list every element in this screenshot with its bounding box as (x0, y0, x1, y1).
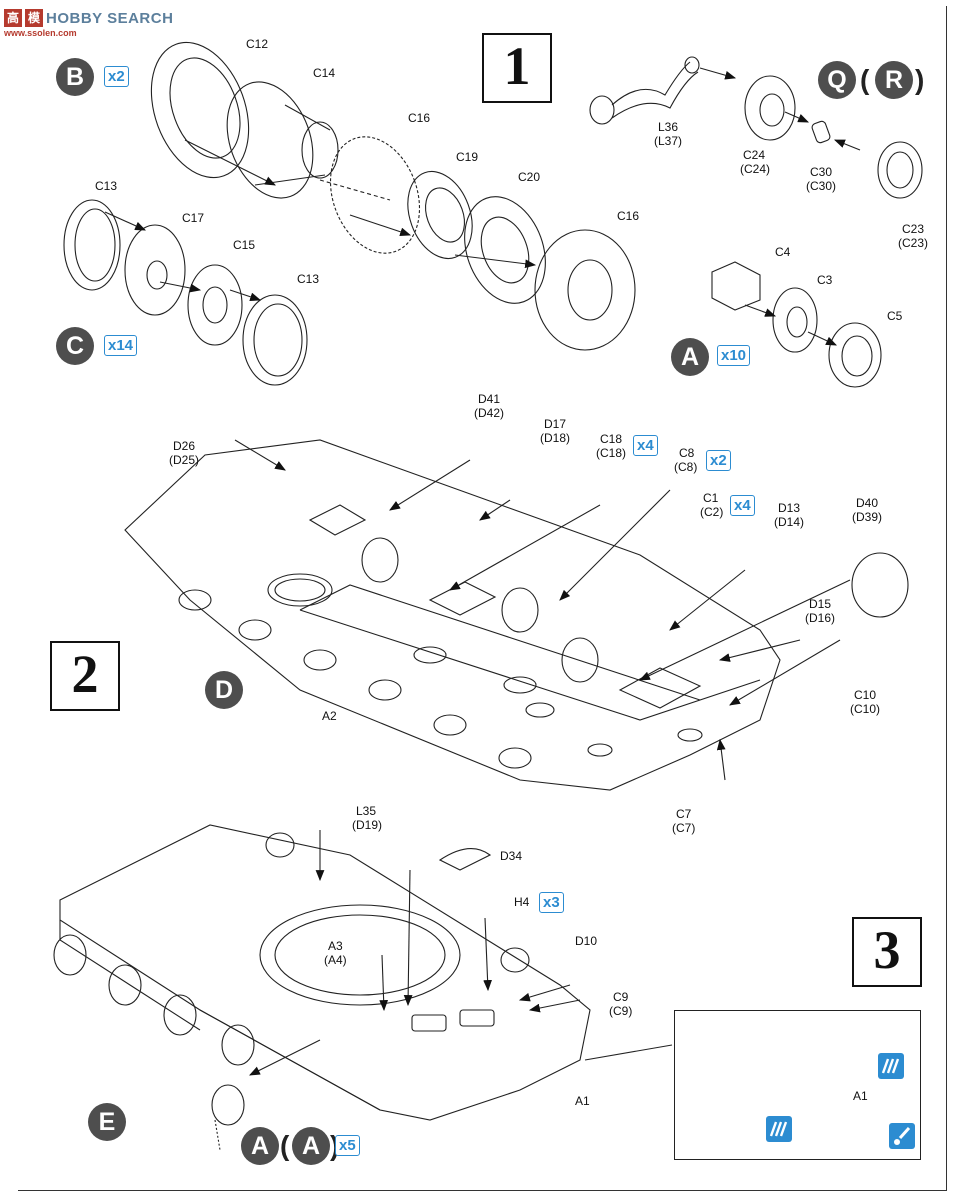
watermark-badge: 模 (25, 9, 43, 27)
part-label-a2: A2 (322, 709, 337, 723)
part-label-c8-alt: (C8) (674, 460, 698, 474)
watermark-logo: 高 模 HOBBY SEARCH (4, 4, 173, 32)
part-label-c16b: C16 (617, 209, 640, 223)
part-label-a3: A3 (328, 939, 343, 953)
part-label-c23: C23 (902, 222, 925, 236)
part-label-c18: C18 (600, 432, 623, 446)
part-label-c24: C24 (743, 148, 766, 162)
marker-a-final-alt: A (292, 1127, 330, 1165)
watermark-text: HOBBY SEARCH (46, 9, 174, 27)
marker-q: Q (818, 61, 856, 99)
part-label-c15: C15 (233, 238, 256, 252)
paren-open: ( (860, 64, 870, 95)
part-label-d41: D41 (478, 392, 501, 406)
part-label-d34: D34 (500, 849, 523, 863)
quantity-c1: x4 (730, 495, 755, 516)
sanding-detail-icon (766, 1116, 792, 1142)
watermark-url: www.ssolen.com (4, 28, 77, 38)
part-label-c5: C5 (887, 309, 903, 323)
suspension-unit-row (178, 589, 532, 769)
page-frame (18, 6, 947, 1191)
part-label-d19: (D19) (352, 818, 383, 832)
part-label-l35: L35 (356, 804, 377, 818)
part-label-c14: C14 (313, 66, 336, 80)
part-label-c30-alt: (C30) (806, 179, 837, 193)
drill-hole-icon (889, 1123, 915, 1149)
hull-bottom (124, 439, 909, 791)
part-label-c9: C9 (613, 990, 629, 1004)
part-label-c16: C16 (408, 111, 431, 125)
part-label-c4: C4 (775, 245, 791, 259)
part-label-d15: D15 (809, 597, 832, 611)
part-label-c30: C30 (810, 165, 833, 179)
part-label-d17: D17 (544, 417, 567, 431)
part-label-c10: C10 (854, 688, 877, 702)
step-number-3: 3 (852, 917, 922, 987)
marker-a-wheel: A (671, 338, 709, 376)
paren-close: ) (330, 1127, 339, 1165)
part-label-c19: C19 (456, 150, 479, 164)
part-label-c13b: C13 (297, 272, 320, 286)
part-label-c24-alt: (C24) (740, 162, 771, 176)
part-label-c7: C7 (676, 807, 692, 821)
quantity-c: x14 (104, 335, 138, 356)
part-label-c7-alt: (C7) (672, 821, 696, 835)
sprocket-assembly (150, 41, 636, 351)
part-label-l36: L36 (658, 120, 679, 134)
paren-close: ) (915, 64, 925, 95)
part-label-d13: D13 (778, 501, 801, 515)
return-roller-assembly (711, 261, 882, 388)
marker-r: R (875, 61, 913, 99)
part-label-d40: D40 (856, 496, 879, 510)
part-label-c17: C17 (182, 211, 205, 225)
quantity-b: x2 (104, 66, 129, 87)
part-label-c10-alt: (C10) (850, 702, 881, 716)
part-label-c18-alt: (C18) (596, 446, 627, 460)
part-label-c2: (C2) (700, 505, 724, 519)
part-label-c13: C13 (95, 179, 118, 193)
part-label-c1: C1 (703, 491, 719, 505)
paren-open: ( (280, 1130, 290, 1161)
part-label-d26: D26 (173, 439, 196, 453)
quantity-a-wheel: x10 (717, 345, 751, 366)
part-label-c9-alt: (C9) (609, 1004, 633, 1018)
detail-inset: A1 (674, 1010, 921, 1160)
part-label-d25: (D25) (169, 453, 200, 467)
part-label-d16: (D16) (805, 611, 836, 625)
part-label-d10: D10 (575, 934, 598, 948)
part-label-d39: (D39) (852, 510, 883, 524)
upper-hull (53, 824, 673, 1151)
marker-a-final: A (241, 1127, 279, 1165)
part-label-d42: (D42) (474, 406, 505, 420)
part-label-c3: C3 (817, 273, 833, 287)
part-label-c20: C20 (518, 170, 541, 184)
quantity-h4: x3 (539, 892, 564, 913)
idler-arm-assembly (589, 56, 923, 199)
road-wheel-assembly (63, 199, 308, 386)
sanding-detail-icon (878, 1053, 904, 1079)
part-label-c12: C12 (246, 37, 269, 51)
watermark-badge: 高 (4, 9, 22, 27)
part-label-d18: (D18) (540, 431, 571, 445)
part-label-c23-alt: (C23) (898, 236, 929, 250)
part-label-a1-inset: A1 (853, 1089, 868, 1103)
step-number-1: 1 (482, 33, 552, 103)
quantity-a-final: x5 (335, 1135, 360, 1156)
step-number-2: 2 (50, 641, 120, 711)
quantity-c8: x2 (706, 450, 731, 471)
marker-b: B (56, 58, 94, 96)
part-label-l37: (L37) (654, 134, 683, 148)
part-label-h4: H4 (514, 895, 530, 909)
part-label-a1: A1 (575, 1094, 590, 1108)
part-label-a4: (A4) (324, 953, 347, 967)
marker-c: C (56, 327, 94, 365)
marker-e: E (88, 1103, 126, 1141)
marker-d: D (205, 671, 243, 709)
part-label-c8: C8 (679, 446, 695, 460)
part-label-d14: (D14) (774, 515, 805, 529)
quantity-c18: x4 (633, 435, 658, 456)
